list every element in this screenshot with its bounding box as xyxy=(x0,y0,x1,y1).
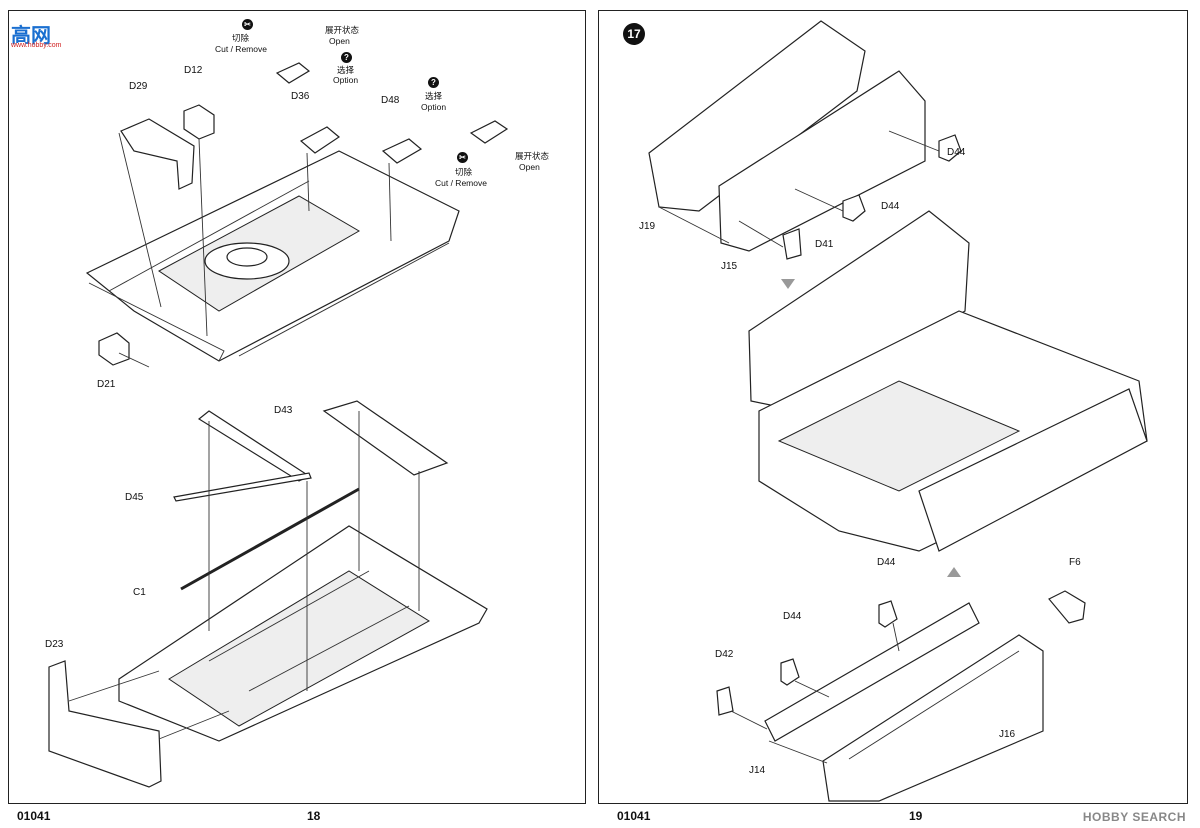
part-d21-shape xyxy=(98,332,130,366)
arrow-down-icon xyxy=(781,279,795,289)
footer-code-right: 01041 xyxy=(617,809,651,823)
part-label-f6: F6 xyxy=(1069,557,1081,568)
part-j15-shape xyxy=(718,70,926,252)
part-label-j15: J15 xyxy=(721,261,738,272)
part-d44-shape-1 xyxy=(938,134,962,162)
part-c1-shape xyxy=(180,487,360,591)
part-d44-shape-3 xyxy=(878,600,898,628)
cut-remove-icon: ✂ xyxy=(457,152,468,163)
part-d44-shape-2 xyxy=(842,194,866,222)
option-icon: ? xyxy=(428,77,439,88)
t-part-bar xyxy=(197,410,311,482)
part-d42-shape xyxy=(716,686,734,716)
page-number-left: 18 xyxy=(307,809,321,823)
part-d41-shape xyxy=(782,228,802,260)
part-label-c1: C1 xyxy=(133,587,146,598)
interior-line xyxy=(248,605,410,692)
part-label-j14: J14 xyxy=(749,765,766,776)
annotation-cut-2: Cut / Remove xyxy=(435,178,487,188)
watermark-logo-url: www.hobby.com xyxy=(11,42,62,49)
lower-hull-interior xyxy=(168,570,430,727)
part-d44-shape-4 xyxy=(780,658,800,686)
part-label-d12: D12 xyxy=(184,65,203,76)
option-icon: ? xyxy=(341,52,352,63)
small-part-1 xyxy=(275,62,311,84)
annotation-open: Open xyxy=(329,36,350,46)
part-label-d44-a: D44 xyxy=(947,147,966,158)
cut-remove-icon: ✂ xyxy=(242,19,253,30)
instruction-page-right: 17 D44 D44 D41 J19 xyxy=(598,10,1188,823)
part-label-j16: J16 xyxy=(999,729,1016,740)
guide-line xyxy=(118,132,162,308)
part-label-j19: J19 xyxy=(639,221,656,232)
guide-line xyxy=(794,188,844,212)
watermark-logo-text: 高网 xyxy=(11,25,51,47)
guide-line xyxy=(158,710,230,740)
assembled-hull-upper xyxy=(748,210,970,412)
guide-line xyxy=(68,670,160,702)
annotation-open-2: Open xyxy=(519,162,540,172)
part-d48-shape xyxy=(381,138,423,164)
part-label-d44-d: D44 xyxy=(783,611,802,622)
part-label-d36: D36 xyxy=(291,91,310,102)
annotation-option: Option xyxy=(333,75,359,85)
guide-line xyxy=(198,138,208,337)
part-d45-shape xyxy=(173,472,312,502)
assembly-diagram-left xyxy=(48,62,509,788)
annotation-cut: Cut / Remove xyxy=(215,44,267,54)
footer-code-left: 01041 xyxy=(17,809,51,823)
guide-line xyxy=(794,680,830,698)
annotation-cut-cn-2: 切除 xyxy=(455,167,473,177)
assembled-hull-interior xyxy=(777,380,1021,492)
deck-edge xyxy=(88,282,225,362)
guide-line xyxy=(730,710,768,730)
guide-line xyxy=(658,206,730,244)
turret-ring-inner xyxy=(226,247,268,267)
part-d43-shape xyxy=(322,400,449,476)
site-watermark-logo: 高网 www.hobby.com xyxy=(11,19,81,59)
deck-line xyxy=(108,180,310,292)
assembly-diagram-right xyxy=(648,20,1148,802)
part-label-d29: D29 xyxy=(129,81,148,92)
guide-line xyxy=(892,622,900,652)
part-label-d48: D48 xyxy=(381,95,400,106)
annotation-open-cn-2: 展开状态 xyxy=(515,151,550,161)
arrow-up-icon xyxy=(947,567,961,577)
part-d21-rod xyxy=(118,352,150,368)
part-label-d43: D43 xyxy=(274,405,293,416)
guide-line xyxy=(306,152,310,212)
part-label-d41: D41 xyxy=(815,239,834,250)
guide-line xyxy=(768,740,828,764)
part-j14-shape xyxy=(764,602,980,742)
hobby-search-watermark: HOBBY SEARCH xyxy=(1082,810,1186,824)
guide-line xyxy=(888,130,940,152)
page-number-right: 19 xyxy=(909,809,923,823)
annotation-option-2: Option xyxy=(421,102,447,112)
instruction-page-left: 高网 www.hobby.com xyxy=(8,10,586,823)
part-j16-shape xyxy=(822,634,1044,802)
deck-line-2 xyxy=(238,242,450,357)
annotation-option-cn: 选择 xyxy=(337,65,355,75)
step-number-badge: 17 xyxy=(623,23,645,45)
interior-line xyxy=(208,570,370,662)
part-label-d21: D21 xyxy=(97,379,116,390)
part-label-d45: D45 xyxy=(125,492,144,503)
part-d12-shape xyxy=(183,104,215,140)
part-label-d44-b: D44 xyxy=(881,201,900,212)
part-d23-shape xyxy=(48,660,162,788)
annotation-cut-cn: 切除 xyxy=(232,33,250,43)
part-d36-shape xyxy=(299,126,341,154)
part-d29-shape xyxy=(120,118,195,190)
part-label-d23: D23 xyxy=(45,639,64,650)
part-label-d44-c: D44 xyxy=(877,557,896,568)
annotation-option-cn-2: 选择 xyxy=(425,91,443,101)
assembled-side-skirt xyxy=(918,388,1148,552)
small-part-2 xyxy=(469,120,509,144)
guide-line xyxy=(388,162,392,242)
part-label-d42: D42 xyxy=(715,649,734,660)
annotation-open-cn: 展开状态 xyxy=(325,25,360,35)
part-f6-shape xyxy=(1048,590,1086,624)
j16-line xyxy=(848,650,1020,760)
guide-line xyxy=(738,220,784,248)
